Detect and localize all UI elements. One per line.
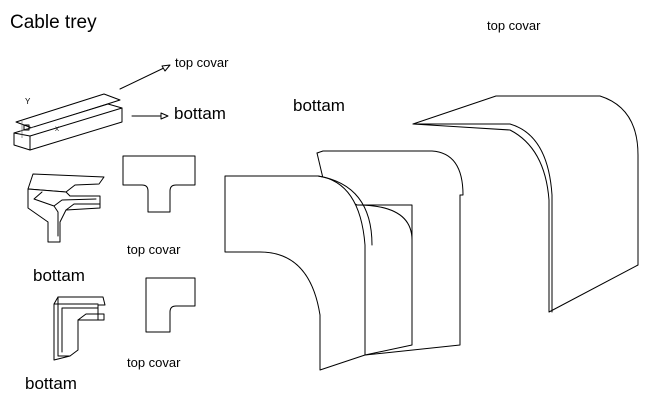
bottam-arrow-label: bottam <box>174 104 226 123</box>
y-axis-label: Y <box>25 97 31 106</box>
large-bottam-label: bottam <box>293 96 345 115</box>
drawing-title: Cable trey <box>10 12 97 33</box>
elbow-iso <box>53 296 106 361</box>
large-top-covar-label: top covar <box>487 18 541 33</box>
tee-top-cover <box>122 155 196 213</box>
elbow-bottam-label: bottam <box>25 374 77 393</box>
large-bottam-elbow <box>224 150 464 371</box>
x-axis-label: X <box>55 127 59 133</box>
bottam-arrow <box>131 112 169 120</box>
elbow-top-cover <box>145 277 196 333</box>
straight-tray-iso <box>13 93 123 151</box>
tee-bottam-label: bottam <box>33 266 85 285</box>
top-covar-arrow-label: top covar <box>175 55 229 70</box>
large-top-covar <box>412 95 639 313</box>
elbow-top-covar-label: top covar <box>127 355 181 370</box>
tee-iso <box>27 173 105 243</box>
top-covar-arrow <box>119 64 171 90</box>
tee-top-covar-label: top covar <box>127 242 181 257</box>
